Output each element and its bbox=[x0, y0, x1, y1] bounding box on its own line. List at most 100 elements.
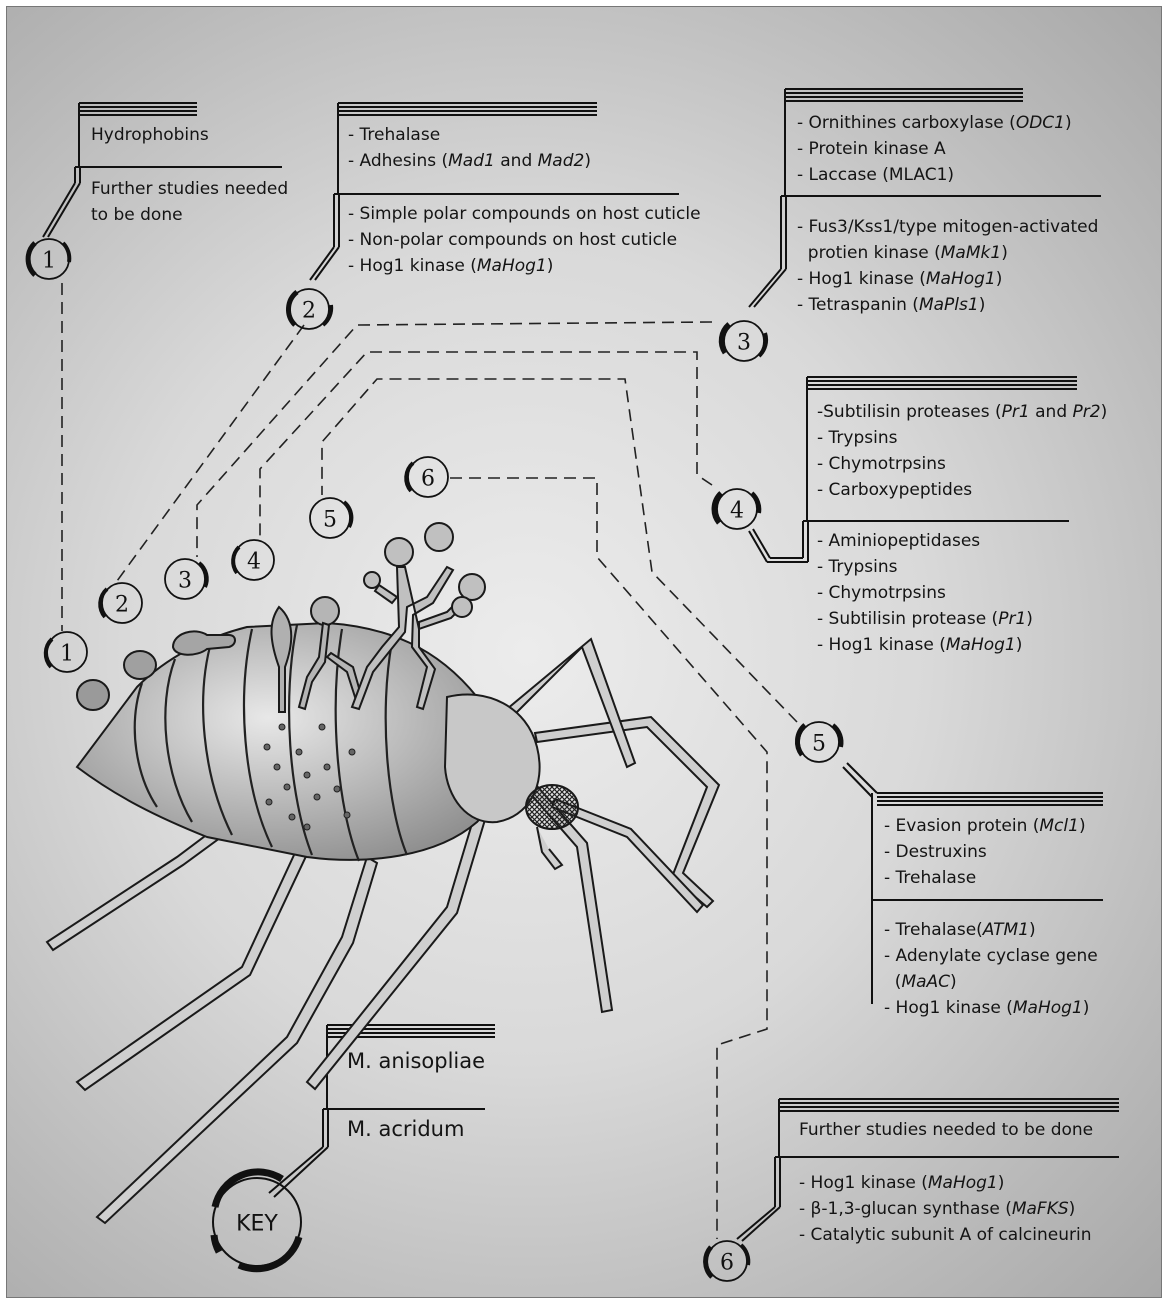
gene-name: MaHog1 bbox=[926, 269, 996, 289]
list-line: - β-1,3-glucan synthase (MaFKS) bbox=[799, 1196, 1091, 1222]
line-text: - Hog1 kinase ( bbox=[348, 256, 477, 276]
marker-6-top-number: 6 bbox=[720, 1251, 734, 1276]
line-text: - Trehalase bbox=[884, 868, 976, 888]
list-line: - Trypsins bbox=[817, 425, 1107, 451]
list-line: - Carboxypeptides bbox=[817, 477, 1107, 503]
line-text: - Tetraspanin ( bbox=[797, 295, 919, 315]
line-text: - Chymotrpsins bbox=[817, 583, 946, 603]
line-text: Hydrophobins bbox=[91, 125, 209, 145]
list-line: protien kinase (MaMk1) bbox=[797, 240, 1098, 266]
stage3-bottom-list: - Fus3/Kss1/type mitogen-activated proti… bbox=[797, 214, 1098, 318]
mosquito-eye bbox=[526, 785, 578, 829]
list-line: - Trypsins bbox=[817, 554, 1033, 580]
line-text: and bbox=[495, 151, 538, 171]
stage6-top-list: Further studies needed to be done bbox=[799, 1117, 1093, 1143]
list-line: - Trehalase bbox=[884, 865, 1086, 891]
list-line: - Destruxins bbox=[884, 839, 1086, 865]
line-text: ) bbox=[1029, 920, 1036, 940]
line-text: ) bbox=[1001, 243, 1008, 263]
list-line: - Catalytic subunit A of calcineurin bbox=[799, 1222, 1091, 1248]
marker-1-small-number: 1 bbox=[60, 642, 74, 667]
list-line: - Ornithines carboxylase (ODC1) bbox=[797, 110, 1072, 136]
list-line: - Hog1 kinase (MaHog1) bbox=[797, 266, 1098, 292]
line-text: - Chymotrpsins bbox=[817, 454, 946, 474]
list-line: - Laccase (MLAC1) bbox=[797, 162, 1072, 188]
line-text: ( bbox=[884, 972, 901, 992]
list-line: Further studies needed to be done bbox=[799, 1117, 1093, 1143]
line-text: ) bbox=[1016, 635, 1023, 655]
line-text: - Hog1 kinase ( bbox=[797, 269, 926, 289]
line-text: - Subtilisin protease ( bbox=[817, 609, 998, 629]
list-line: to be done bbox=[91, 202, 288, 228]
list-line: - Simple polar compounds on host cuticle bbox=[348, 201, 701, 227]
stage3-top-list: - Ornithines carboxylase (ODC1)- Protein… bbox=[797, 110, 1072, 188]
line-text: - Evasion protein ( bbox=[884, 816, 1039, 836]
line-text: - Trehalase bbox=[348, 125, 440, 145]
gene-name: MaHog1 bbox=[1013, 998, 1083, 1018]
connector-3 bbox=[197, 322, 712, 557]
list-line: - Chymotrpsins bbox=[817, 580, 1033, 606]
line-text: ) bbox=[547, 256, 554, 276]
marker-6-small-number: 6 bbox=[421, 467, 435, 492]
marker-2-small-number: 2 bbox=[115, 593, 129, 618]
list-line: - Fus3/Kss1/type mitogen-activated bbox=[797, 214, 1098, 240]
list-line: - Adhesins (Mad1 and Mad2) bbox=[348, 148, 591, 174]
line-text: protien kinase ( bbox=[797, 243, 941, 263]
line-text: ) bbox=[950, 972, 957, 992]
line-text: and bbox=[1030, 402, 1073, 422]
list-line: - Hog1 kinase (MaHog1) bbox=[799, 1170, 1091, 1196]
gene-name: MaHog1 bbox=[477, 256, 547, 276]
gene-name: MaFKS bbox=[1012, 1199, 1069, 1219]
line-text: - β-1,3-glucan synthase ( bbox=[799, 1199, 1012, 1219]
gene-name: ODC1 bbox=[1016, 113, 1065, 133]
list-line: - Tetraspanin (MaPls1) bbox=[797, 292, 1098, 318]
list-line: - Non-polar compounds on host cuticle bbox=[348, 227, 701, 253]
gene-name: Mad1 bbox=[448, 151, 495, 171]
line-text: ) bbox=[1026, 609, 1033, 629]
list-line: - Trehalase(ATM1) bbox=[884, 917, 1098, 943]
stage5-top-list: - Evasion protein (Mcl1)- Destruxins - Tr… bbox=[884, 813, 1086, 891]
list-line: - Evasion protein (Mcl1) bbox=[884, 813, 1086, 839]
line-text: ) bbox=[979, 295, 986, 315]
stage5-bottom-list: - Trehalase(ATM1) - Adenylate cyclase gen… bbox=[884, 917, 1098, 1021]
line-text: ) bbox=[1101, 402, 1108, 422]
marker-1-top-number: 1 bbox=[42, 249, 56, 274]
marker-5-small-number: 5 bbox=[323, 508, 337, 533]
marker-4-small-number: 4 bbox=[247, 550, 261, 575]
line-text: Further studies needed bbox=[91, 179, 288, 199]
marker-4-top-number: 4 bbox=[730, 499, 744, 524]
gene-name: Pr1 bbox=[1002, 402, 1030, 422]
line-text: - Hog1 kinase ( bbox=[884, 998, 1013, 1018]
line-text: to be done bbox=[91, 205, 183, 225]
line-text: ) bbox=[1065, 113, 1072, 133]
gene-name: MaHog1 bbox=[946, 635, 1016, 655]
line-text: - Trehalase( bbox=[884, 920, 983, 940]
gene-name: Pr2 bbox=[1073, 402, 1101, 422]
line-text: ) bbox=[1069, 1199, 1076, 1219]
stage6-bottom-list: - Hog1 kinase (MaHog1)- β-1,3-glucan syn… bbox=[799, 1170, 1091, 1248]
stage1-bottom-list: Further studies needed to be done bbox=[91, 176, 288, 228]
line-text: - Fus3/Kss1/type mitogen-activated bbox=[797, 217, 1098, 237]
list-line: - Hog1 kinase (MaHog1) bbox=[817, 632, 1033, 658]
stage2-bottom-list: - Simple polar compounds on host cuticle… bbox=[348, 201, 701, 279]
line-text: ) bbox=[996, 269, 1003, 289]
gene-name: Pr1 bbox=[998, 609, 1026, 629]
stage1-top-list: Hydrophobins bbox=[91, 122, 209, 148]
gene-name: Mad2 bbox=[538, 151, 585, 171]
connector-6 bbox=[450, 478, 767, 1239]
line-text: - Carboxypeptides bbox=[817, 480, 972, 500]
mosquito-proboscis bbox=[537, 827, 562, 869]
gene-name: ATM1 bbox=[983, 920, 1029, 940]
line-text: ) bbox=[998, 1173, 1005, 1193]
gene-name: MaMk1 bbox=[941, 243, 1001, 263]
line-text: - Simple polar compounds on host cuticle bbox=[348, 204, 701, 224]
line-text: - Trypsins bbox=[817, 428, 897, 448]
diagram-frame: 1 2 3 4 5 6 1 2 3 4 5 6 KEY Hydrophobins… bbox=[6, 6, 1162, 1298]
line-text: - Adenylate cyclase gene bbox=[884, 946, 1098, 966]
stage4-bottom-list: - Aminiopeptidases- Trypsins- Chymotrpsi… bbox=[817, 528, 1033, 658]
spore-stage-1 bbox=[77, 680, 109, 710]
line-text: - Adhesins ( bbox=[348, 151, 448, 171]
list-line: (MaAC) bbox=[884, 969, 1098, 995]
line-text: -Subtilisin proteases ( bbox=[817, 402, 1002, 422]
connector-2 bbox=[117, 325, 304, 581]
